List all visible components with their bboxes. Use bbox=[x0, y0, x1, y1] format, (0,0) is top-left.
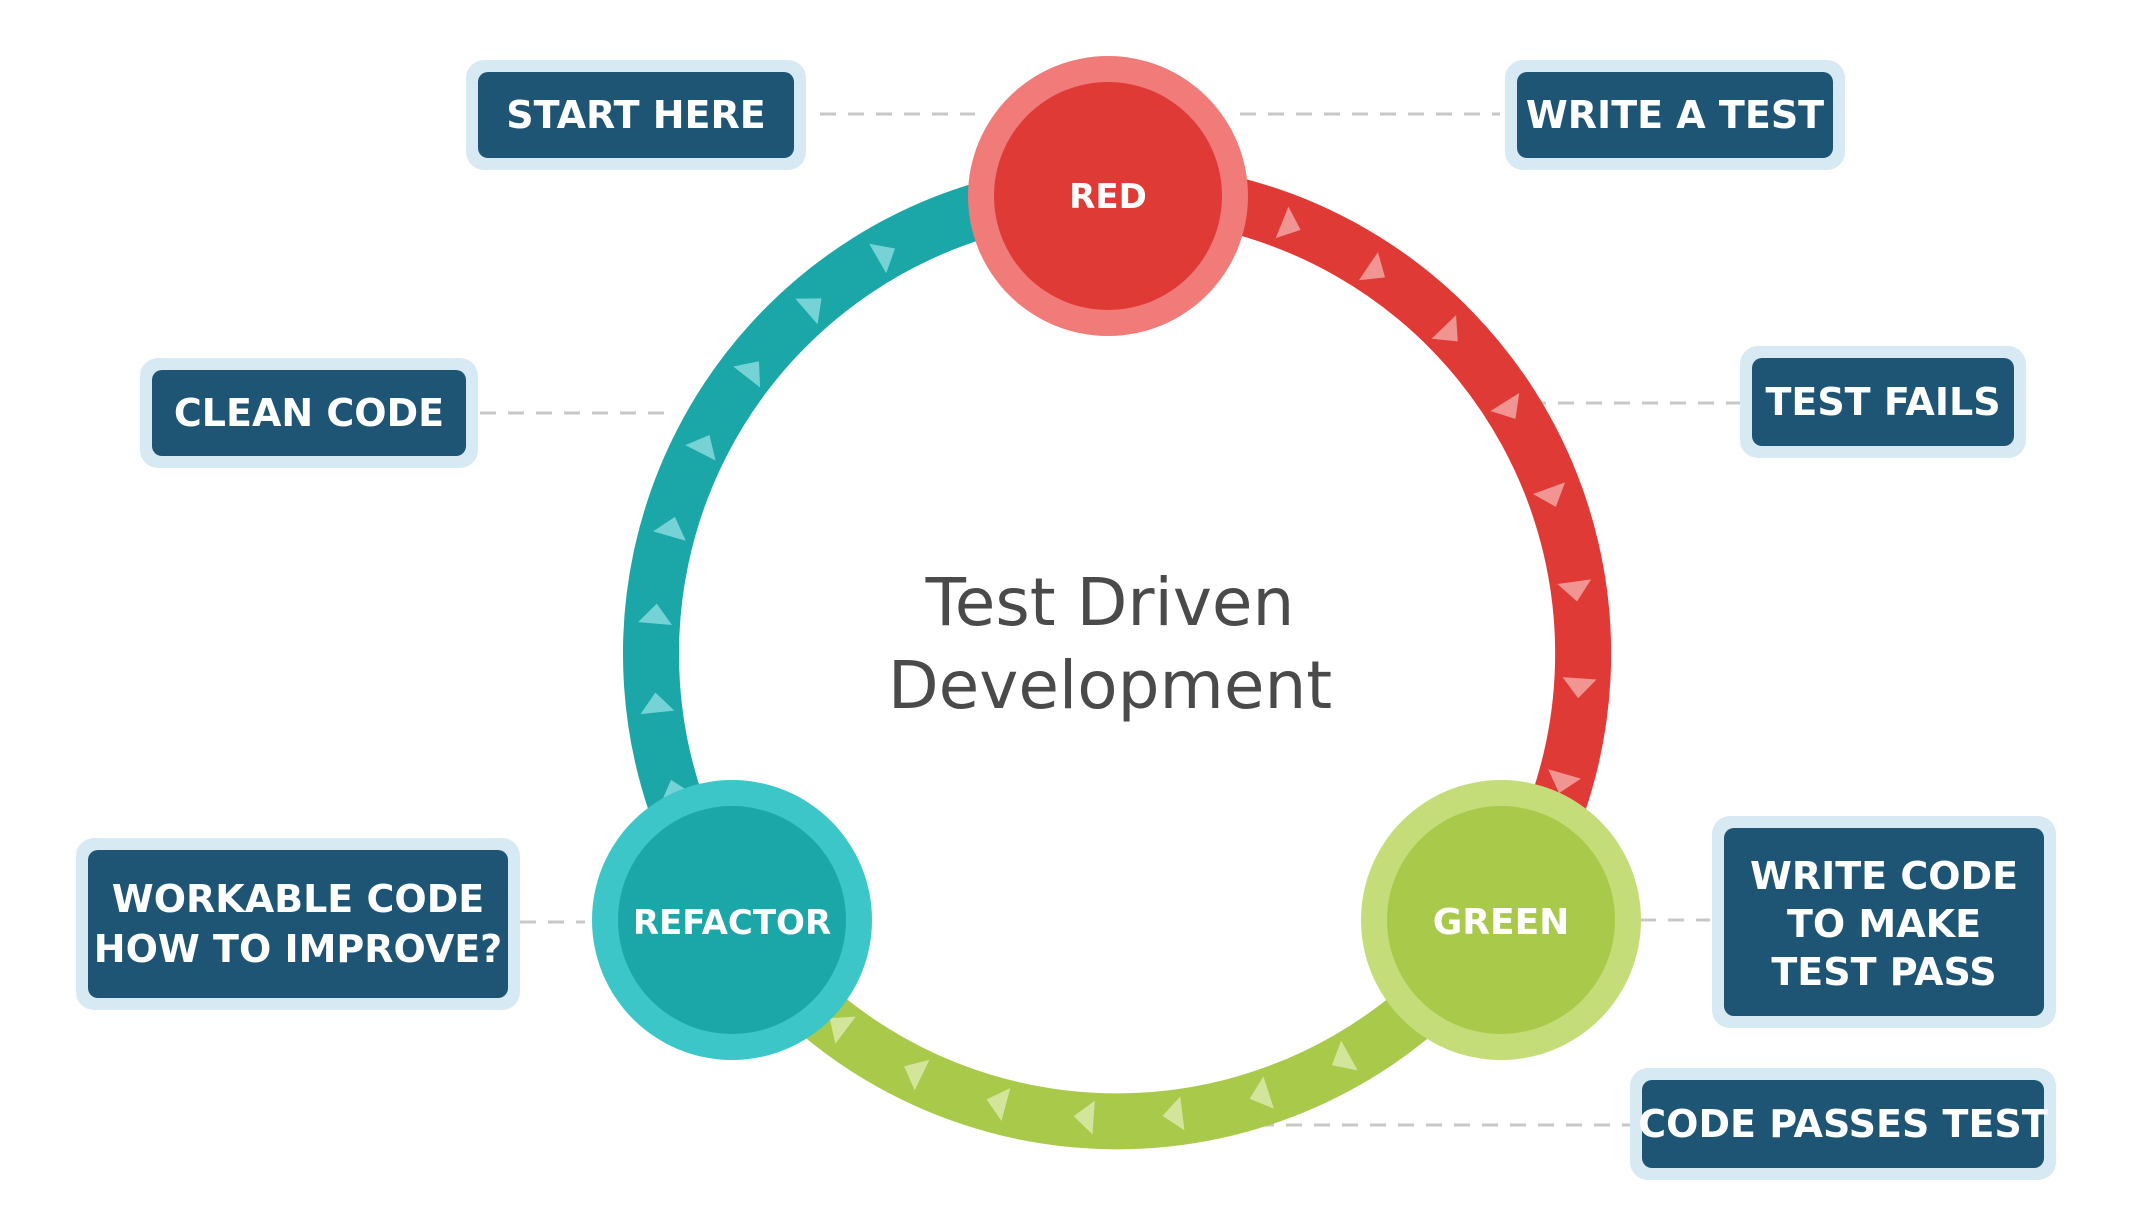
box-start-here-text: START HERE bbox=[506, 93, 765, 137]
box-write-a-test-text: WRITE A TEST bbox=[1526, 93, 1824, 137]
chevron-red bbox=[1548, 769, 1581, 794]
chevron-red bbox=[1275, 206, 1301, 239]
node-green-label: GREEN bbox=[1433, 902, 1570, 943]
center-title-line2: Development bbox=[888, 647, 1332, 724]
node-refactor-core bbox=[618, 806, 846, 1034]
box-clean-code-text: CLEAN CODE bbox=[174, 391, 444, 435]
box-write-code-line1: WRITE CODE bbox=[1750, 854, 2018, 898]
chevron-red bbox=[1358, 252, 1386, 281]
chevron-red bbox=[1533, 482, 1565, 507]
box-write-a-test: WRITE A TEST bbox=[1505, 60, 1845, 170]
box-test-fails-text: TEST FAILS bbox=[1765, 380, 2000, 424]
box-workable-code-line1: WORKABLE CODE bbox=[112, 877, 484, 921]
node-red: RED bbox=[968, 56, 1248, 336]
chevron-red bbox=[1562, 677, 1597, 699]
box-test-fails: TEST FAILS bbox=[1740, 346, 2026, 458]
box-workable-code-line2: HOW TO IMPROVE? bbox=[94, 927, 502, 971]
node-red-core bbox=[994, 82, 1222, 310]
box-code-passes-test-text: CODE PASSES TEST bbox=[1638, 1102, 2048, 1146]
box-start-here: START HERE bbox=[466, 60, 806, 170]
chevron-red bbox=[1490, 392, 1520, 419]
chevron-teal bbox=[653, 516, 686, 541]
chevron-green bbox=[1249, 1076, 1274, 1109]
box-write-code-line3: TEST PASS bbox=[1771, 950, 1996, 994]
chevron-green bbox=[986, 1088, 1011, 1121]
node-green-core bbox=[1387, 806, 1615, 1034]
box-code-passes-test: CODE PASSES TEST bbox=[1630, 1068, 2056, 1180]
node-green: GREEN bbox=[1361, 780, 1641, 1060]
chevron-green bbox=[1162, 1096, 1185, 1131]
chevron-teal bbox=[733, 361, 761, 388]
chevron-green bbox=[904, 1059, 930, 1091]
node-red-label: RED bbox=[1069, 177, 1147, 217]
box-write-code-line2: TO MAKE bbox=[1787, 902, 1981, 946]
box-clean-code: CLEAN CODE bbox=[140, 358, 478, 468]
chevron-teal bbox=[640, 692, 675, 715]
node-refactor: REFACTOR bbox=[592, 780, 872, 1060]
arc-red-to-green bbox=[1103, 162, 1612, 933]
chevron-teal bbox=[638, 603, 672, 626]
box-workable-code: WORKABLE CODE HOW TO IMPROVE? bbox=[76, 838, 520, 1010]
chevron-teal bbox=[795, 298, 822, 325]
connectors bbox=[480, 112, 1740, 1127]
chevron-green bbox=[1331, 1040, 1358, 1071]
chevron-teal bbox=[869, 243, 896, 274]
node-refactor-label: REFACTOR bbox=[633, 903, 831, 943]
chevron-red bbox=[1557, 579, 1592, 602]
chevron-green bbox=[829, 1016, 856, 1044]
center-title-line1: Test Driven bbox=[925, 564, 1295, 641]
chevron-green bbox=[1073, 1100, 1095, 1135]
chevron-red bbox=[1431, 315, 1458, 342]
chevron-teal bbox=[685, 434, 716, 461]
box-write-code: WRITE CODE TO MAKE TEST PASS bbox=[1712, 816, 2056, 1028]
